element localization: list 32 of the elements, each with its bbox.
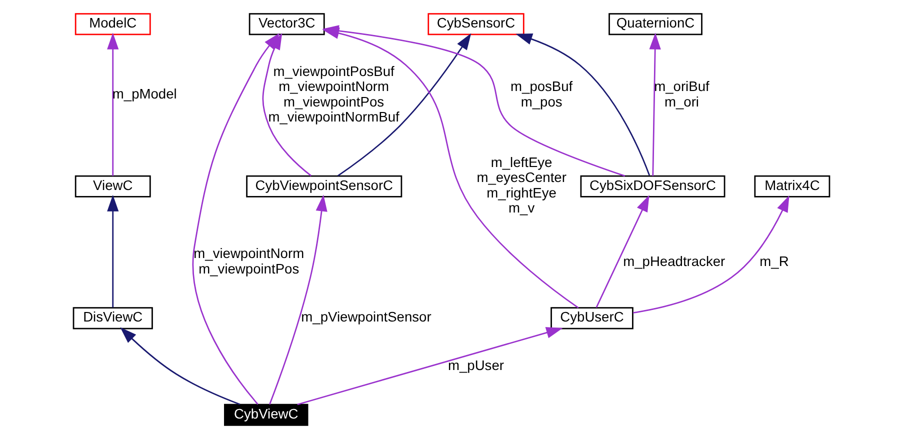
edge-label: m_viewpointPosBuf m_viewpointNorm m_viewpointPos m_viewpointNormBuf	[268, 64, 400, 124]
node-box: ViewC	[74, 175, 151, 198]
edge-label: m_posBuf m_pos	[510, 79, 573, 110]
arrow	[596, 195, 650, 308]
node-box: CybSensorC	[428, 13, 524, 36]
node-box: CybViewC	[224, 404, 308, 426]
node-box: CybViewpointSensorC	[246, 175, 402, 198]
arrow	[516, 33, 650, 176]
arrow	[107, 194, 119, 308]
node-box: QuaternionC	[608, 13, 702, 36]
arrow	[297, 327, 563, 406]
arrow	[269, 194, 328, 405]
edge-label: m_oriBuf m_ori	[654, 79, 710, 110]
arrow	[649, 32, 661, 176]
node-box: CybUserC	[550, 307, 634, 330]
node-box: DisViewC	[72, 307, 153, 330]
arrow	[632, 195, 790, 314]
edge-label: m_R	[760, 254, 789, 269]
arrow	[107, 32, 119, 176]
arrow	[192, 33, 280, 405]
node-box: CybSixDOFSensorC	[580, 175, 726, 198]
arrow	[120, 327, 240, 406]
edge-label: m_pUser	[448, 358, 504, 373]
node-box: Vector3C	[248, 13, 325, 36]
edge-label: m_pHeadtracker	[623, 254, 726, 269]
arrow	[322, 28, 579, 308]
node-box: Matrix4C	[754, 175, 830, 198]
edge-label: m_viewpointNorm m_viewpointPos	[194, 246, 304, 276]
node-box: ModelC	[74, 13, 151, 36]
edge-label: m_leftEye m_eyesCenter m_rightEye m_v	[476, 155, 566, 216]
edge-label: m_pViewpointSensor	[301, 310, 432, 325]
arrow	[337, 33, 472, 176]
